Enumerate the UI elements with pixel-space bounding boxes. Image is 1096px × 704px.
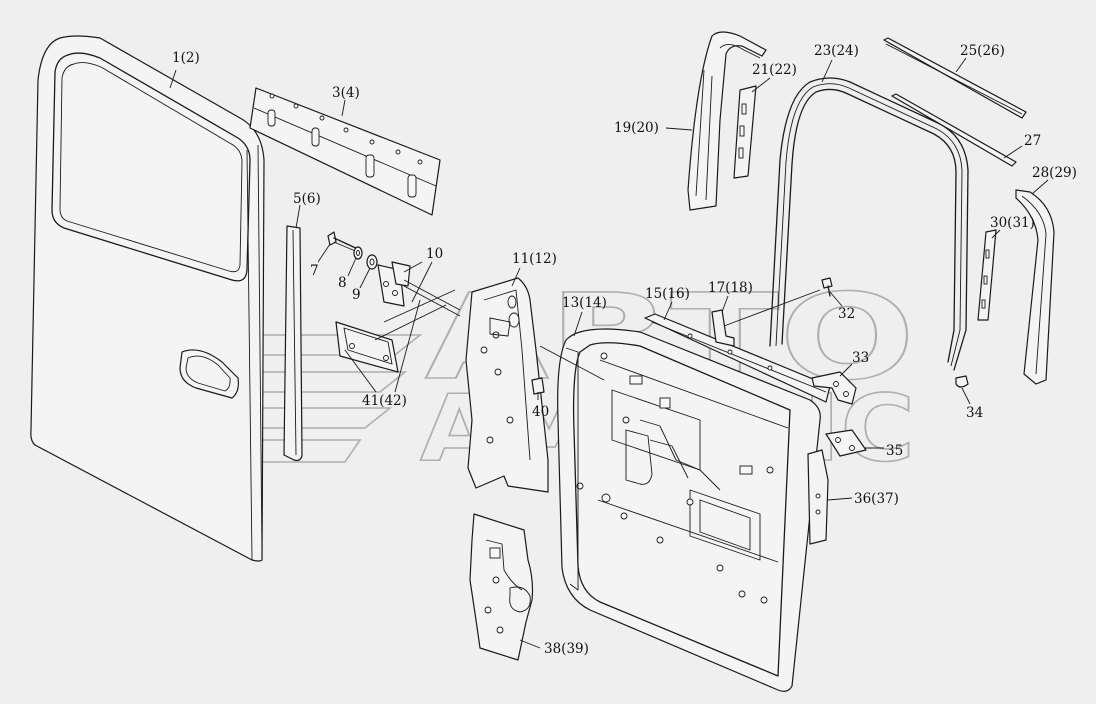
leader-15: [663, 301, 673, 321]
leader-10b: [411, 261, 433, 303]
callout-34: 34: [966, 405, 983, 421]
callout-38: 38(39): [544, 641, 589, 657]
leader-9: [359, 267, 371, 289]
callout-40: 40: [532, 404, 549, 420]
part-frame-seal-23: [769, 77, 969, 371]
leader-7: [317, 243, 331, 263]
leader-3: [341, 99, 346, 117]
part-strip-27: [891, 93, 1017, 167]
callout-15: 15(16): [645, 286, 690, 302]
leader-33: [839, 363, 853, 377]
part-rear-reinforcement-36: [807, 449, 829, 545]
part-upper-reinforcement: [249, 87, 441, 216]
part-latch-bracket-33: [811, 371, 857, 405]
callout-13: 13(14): [562, 295, 607, 311]
assembly-guides: [539, 289, 821, 381]
leader-34: [961, 387, 971, 405]
part-hinge-10: [377, 261, 461, 317]
part-inner-door-panel: [557, 328, 821, 692]
part-window-channel-19: [687, 31, 767, 211]
leader-10a: [403, 261, 423, 273]
part-handle-bracket: [335, 321, 399, 373]
callout-23: 23(24): [814, 43, 859, 59]
part-lower-bracket-38: [469, 513, 534, 661]
part-buffer-34: [955, 375, 969, 388]
leader-8: [347, 257, 357, 277]
leader-32: [829, 291, 843, 307]
leader-25: [955, 57, 967, 73]
leader-19: [665, 127, 693, 131]
callout-5: 5(6): [293, 191, 321, 207]
leader-13: [573, 311, 583, 337]
part-rear-bracket-30: [977, 229, 997, 321]
leader-21: [751, 77, 771, 93]
leader-23: [821, 59, 833, 83]
part-washer-9: [366, 254, 378, 270]
leader-17: [721, 295, 729, 313]
callout-11: 11(12): [512, 251, 557, 267]
leader-36: [827, 497, 853, 501]
callout-7: 7: [310, 263, 319, 279]
part-clip-40: [531, 377, 545, 395]
leader-41b: [394, 299, 421, 393]
callout-8: 8: [338, 275, 347, 291]
callout-25: 25(26): [960, 43, 1005, 59]
leader-30: [991, 229, 1001, 239]
callout-28: 28(29): [1032, 165, 1077, 181]
leader-41c: [383, 289, 456, 323]
callout-32: 32: [838, 306, 855, 322]
part-inner-bracket-11: [465, 277, 549, 493]
leader-41a: [344, 349, 377, 393]
part-latch-plate-35: [825, 429, 867, 457]
leader-1: [169, 69, 177, 89]
callout-41: 41(42): [362, 393, 407, 409]
callout-33: 33: [852, 350, 869, 366]
part-washer-8: [353, 246, 363, 260]
part-channel-bracket-21: [733, 85, 757, 179]
part-vertical-seal: [283, 225, 303, 462]
leader-5: [295, 204, 301, 229]
leader-27: [1003, 145, 1023, 159]
part-small-bracket-17: [711, 309, 735, 347]
callout-21: 21(22): [752, 62, 797, 78]
leader-38: [519, 639, 541, 649]
leader-28: [1031, 179, 1049, 195]
callout-9: 9: [352, 287, 361, 303]
callout-17: 17(18): [708, 280, 753, 296]
part-outer-door-panel: [30, 35, 265, 562]
callout-30: 30(31): [990, 215, 1035, 231]
callout-3: 3(4): [332, 85, 360, 101]
callout-36: 36(37): [854, 491, 899, 507]
callout-27: 27: [1024, 133, 1041, 149]
part-rear-seal-28: [1015, 189, 1055, 385]
callout-19: 19(20): [614, 120, 659, 136]
callout-35: 35: [886, 443, 903, 459]
callout-1: 1(2): [172, 50, 200, 66]
part-long-strip-25: [883, 37, 1027, 119]
part-screw-32: [821, 277, 833, 297]
callout-10: 10: [426, 246, 443, 262]
leader-11: [511, 267, 521, 287]
leader-41d: [374, 304, 447, 341]
